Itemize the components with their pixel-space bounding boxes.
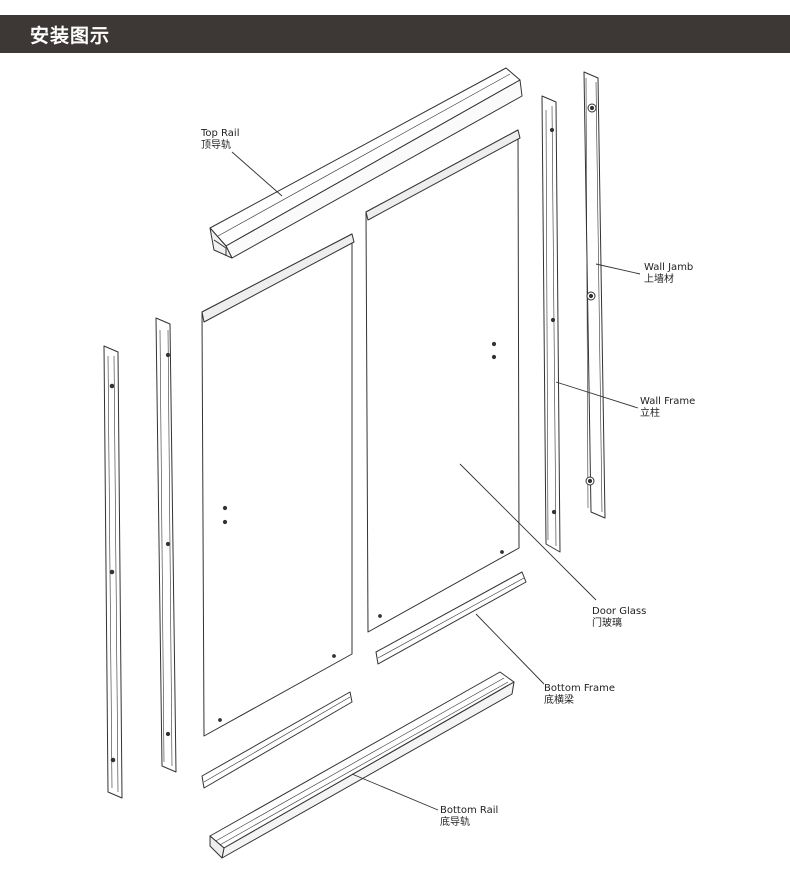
bottom-rail-callout: Bottom Rail 底导轨: [440, 805, 498, 829]
wall-jamb-label-en: Wall Jamb: [644, 262, 694, 273]
door-glass-back-part: [365, 129, 521, 633]
bottom-frame-label-en: Bottom Frame: [544, 683, 616, 694]
wall-frame-left-part: [155, 317, 177, 773]
bottom-rail-part: [209, 671, 515, 859]
bottom-frame-front-part: [201, 691, 353, 789]
bottom-frame-callout: Bottom Frame 底横梁: [544, 683, 615, 707]
section-header: 安装图示: [0, 15, 790, 53]
wall-frame-right-part: [541, 95, 561, 553]
section-title: 安装图示: [30, 25, 111, 47]
door-glass-callout: Door Glass 门玻璃: [592, 606, 646, 630]
wall-jamb-left-part: [103, 345, 123, 799]
door-glass-label-en: Door Glass: [592, 606, 647, 617]
top-rail-callout: Top Rail 顶导轨: [201, 128, 239, 152]
wall-frame-label-en: Wall Frame: [640, 396, 696, 407]
door-glass-front-part: [201, 233, 355, 737]
top-rail-label-zh: 顶导轨: [201, 140, 231, 151]
wall-jamb-part: [583, 71, 606, 519]
wall-frame-callout: Wall Frame 立柱: [640, 396, 695, 420]
bottom-frame-label-zh: 底横梁: [544, 695, 574, 706]
bottom-rail-label-zh: 底导轨: [440, 817, 470, 828]
wall-frame-label-zh: 立柱: [640, 408, 660, 419]
leader-lines: [231, 151, 641, 811]
wall-jamb-callout: Wall Jamb 上墙材: [644, 262, 693, 286]
wall-jamb-label-zh: 上墙材: [644, 274, 674, 285]
door-glass-label-zh: 门玻璃: [592, 618, 622, 629]
top-rail-part: [209, 67, 523, 259]
bottom-rail-label-en: Bottom Rail: [440, 805, 499, 816]
bottom-frame-back-part: [375, 571, 527, 665]
top-rail-label-en: Top Rail: [201, 128, 240, 139]
